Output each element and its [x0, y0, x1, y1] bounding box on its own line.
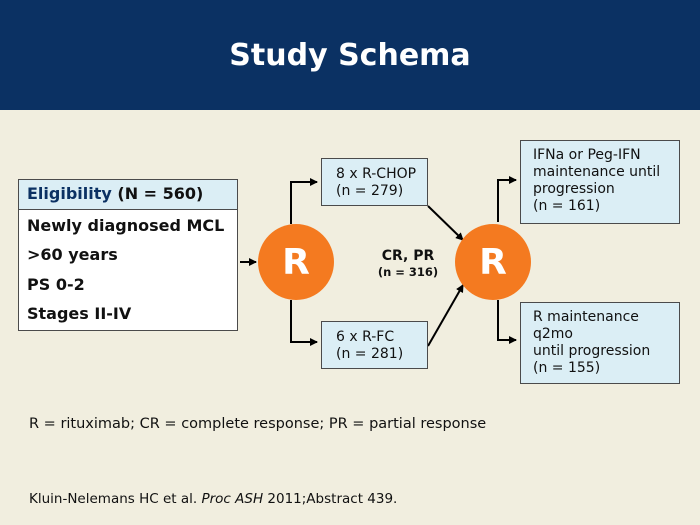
- response-criteria: CR, PR: [381, 248, 435, 264]
- criterion-performance-status: PS 0-2: [27, 275, 85, 294]
- r-line-1: R maintenance: [533, 309, 639, 325]
- randomization-circle-1: R: [258, 224, 334, 300]
- ifn-line-3: progression: [533, 181, 615, 197]
- arrow-to-rchop: [290, 178, 318, 224]
- randomization-circle-2: R: [455, 224, 531, 300]
- arm-rchop-count: (n = 279): [336, 183, 404, 199]
- ifn-count: (n = 161): [533, 198, 601, 214]
- citation-journal: Proc ASH: [201, 491, 264, 507]
- arrow-rchop-to-second-randomize: [427, 205, 464, 241]
- citation: Kluin-Nelemans HC et al. Proc ASH 2011;A…: [29, 491, 397, 507]
- r-line-3: until progression: [533, 343, 651, 359]
- eligibility-count: (N = 560): [117, 184, 204, 203]
- arm-rchop-regimen: 8 x R-CHOP: [336, 166, 417, 182]
- slide-title: Study Schema: [229, 37, 471, 73]
- arm-rfc-box: 6 x R-FC (n = 281): [321, 321, 428, 369]
- arm-rfc-regimen: 6 x R-FC: [336, 329, 395, 345]
- r-maintenance-box: R maintenance q2mo until progression (n …: [520, 302, 680, 384]
- response-label: CR, PR (n = 316): [350, 248, 466, 279]
- eligibility-box: Eligibility (N = 560) Newly diagnosed MC…: [18, 179, 238, 331]
- ifn-maintenance-box: IFNa or Peg-IFN maintenance until progre…: [520, 140, 680, 224]
- arrow-to-rfc: [290, 300, 318, 346]
- citation-authors: Kluin-Nelemans HC et al.: [29, 491, 198, 507]
- arrow-to-ifn-maintenance: [497, 176, 517, 222]
- criterion-age: >60 years: [27, 245, 118, 264]
- response-count: (n = 316): [377, 265, 439, 279]
- title-bar: [0, 0, 700, 110]
- r-count: (n = 155): [533, 360, 601, 376]
- arrow-rfc-to-second-randomize: [427, 284, 464, 347]
- eligibility-label: Eligibility: [27, 184, 112, 203]
- eligibility-header: Eligibility (N = 560): [19, 180, 237, 210]
- abbreviations-footnote: R = rituximab; CR = complete response; P…: [29, 416, 487, 432]
- ifn-line-1: IFNa or Peg-IFN: [533, 147, 641, 163]
- arm-rfc-count: (n = 281): [336, 346, 404, 362]
- criterion-stage: Stages II-IV: [27, 304, 132, 323]
- ifn-line-2: maintenance until: [533, 164, 661, 180]
- citation-details: 2011;Abstract 439.: [267, 491, 398, 507]
- criterion-diagnosis: Newly diagnosed MCL: [27, 216, 225, 235]
- arrow-to-r-maintenance: [497, 300, 517, 344]
- r-line-2: q2mo: [533, 326, 573, 342]
- arm-rchop-box: 8 x R-CHOP (n = 279): [321, 158, 428, 206]
